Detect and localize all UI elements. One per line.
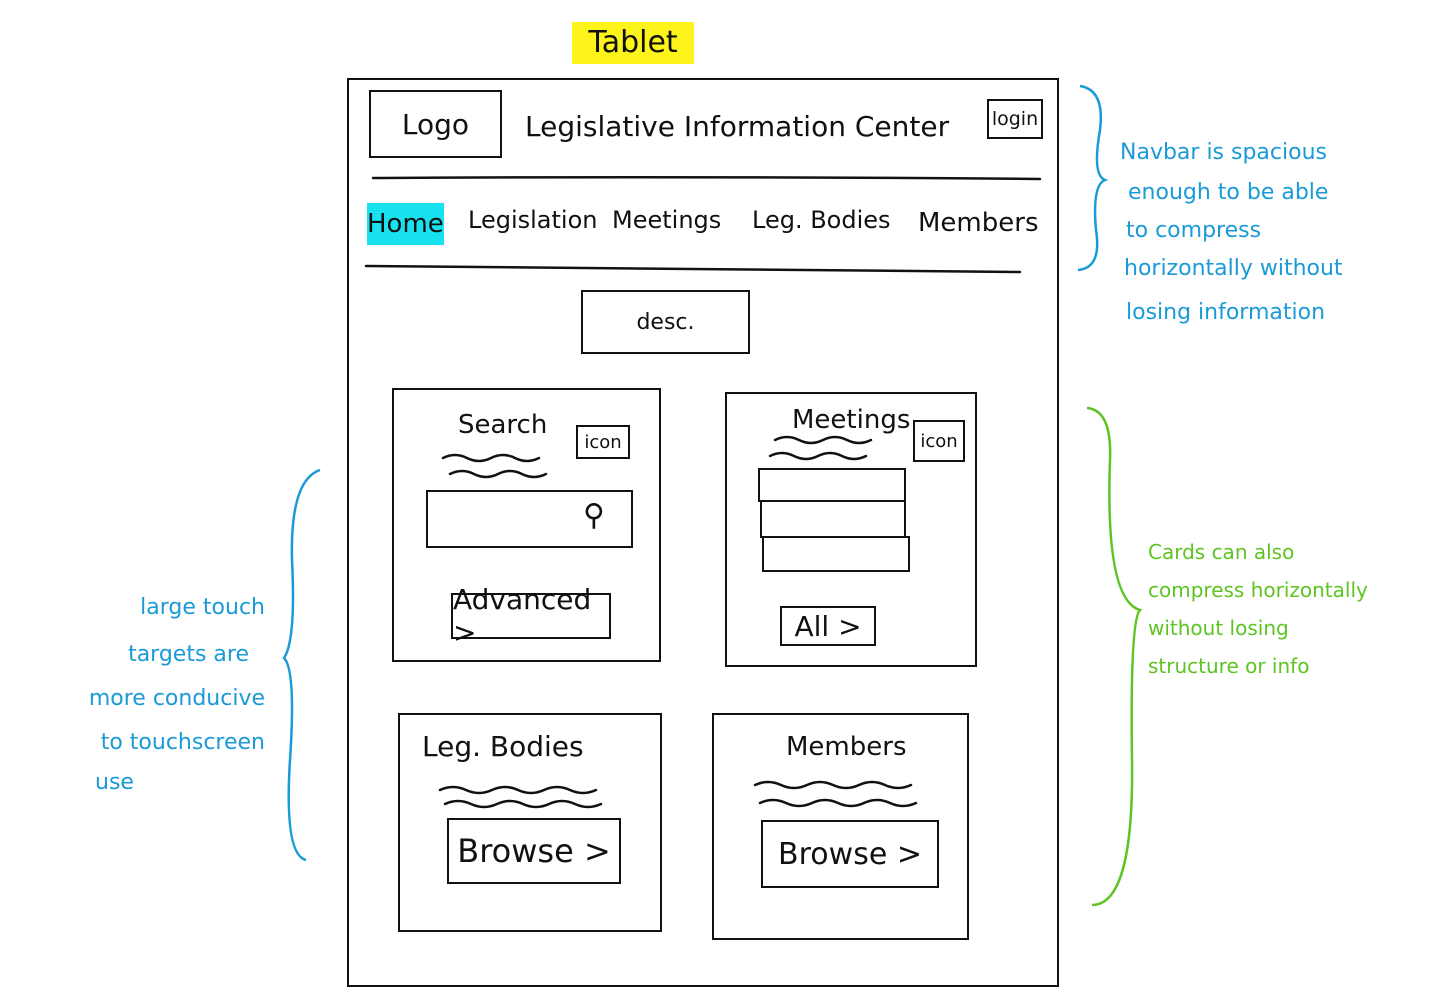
sketch-title: Tablet	[572, 22, 694, 64]
tablet-frame	[347, 78, 1059, 987]
touch-note-line: to touchscreen	[100, 730, 265, 755]
navbar-note-line: losing information	[1126, 300, 1326, 325]
touch-note-line: more conducive	[88, 686, 265, 711]
touch-brace	[282, 468, 321, 862]
all-meetings-button[interactable]: All >	[780, 606, 876, 646]
meetings-card	[725, 392, 977, 667]
search-card-title: Search	[458, 410, 548, 440]
advanced-search-button[interactable]: Advanced >	[451, 583, 611, 649]
browse-leg-bodies-button[interactable]: Browse >	[447, 818, 621, 884]
search-input[interactable]	[426, 490, 633, 548]
browse-members-button[interactable]: Browse >	[761, 820, 939, 888]
leg-bodies-card-title: Leg. Bodies	[422, 730, 584, 763]
meetings-card-title: Meetings	[792, 405, 911, 435]
search-icon[interactable]: ⚲	[583, 498, 605, 533]
navbar-note-line: to compress	[1126, 218, 1262, 243]
meeting-list-item[interactable]	[758, 468, 906, 502]
nav-home[interactable]: Home	[367, 203, 444, 245]
touch-note-line: use	[95, 770, 134, 795]
logo-box[interactable]: Logo	[369, 90, 502, 158]
nav-legislation[interactable]: Legislation	[468, 206, 598, 234]
navbar-note-line: enough to be able	[1128, 180, 1329, 205]
cards-note-line: Cards can also	[1148, 540, 1295, 564]
site-title: Legislative Information Center	[525, 110, 950, 143]
meeting-list-item[interactable]	[762, 536, 910, 572]
nav-members[interactable]: Members	[918, 208, 1039, 238]
navbar-brace	[1077, 84, 1109, 272]
cards-note-line: structure or info	[1148, 654, 1310, 678]
search-card	[392, 388, 661, 662]
leg-bodies-card	[398, 713, 662, 932]
meetings-card-icon: icon	[913, 420, 965, 462]
touch-note-line: targets are	[128, 642, 249, 667]
members-card-title: Members	[786, 732, 907, 762]
members-card	[712, 713, 969, 940]
login-button[interactable]: login	[987, 99, 1043, 139]
description-box: desc.	[581, 290, 750, 354]
navbar-note-line: horizontally without	[1124, 256, 1343, 281]
cards-note-line: compress horizontally	[1148, 578, 1368, 602]
search-card-icon: icon	[576, 425, 630, 459]
navbar-note-line: Navbar is spacious	[1120, 140, 1327, 165]
cards-note-line: without losing	[1148, 616, 1289, 640]
meeting-list-item[interactable]	[760, 500, 906, 538]
touch-note-line: large touch	[140, 595, 265, 620]
cards-brace	[1086, 406, 1143, 907]
nav-meetings[interactable]: Meetings	[612, 206, 722, 234]
nav-leg-bodies[interactable]: Leg. Bodies	[752, 206, 891, 234]
